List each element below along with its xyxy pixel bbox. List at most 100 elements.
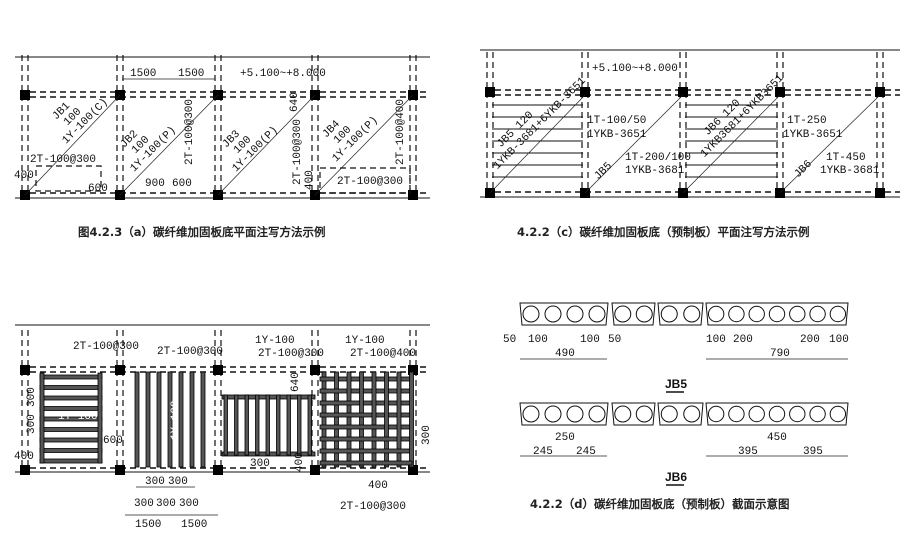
hollow-core-void [660, 405, 678, 423]
dim-1500-left: 1500 [130, 68, 156, 80]
dim-300-c: 300 [250, 458, 270, 470]
column-marker [580, 87, 590, 97]
jb2-t-spec: 2T-100@300 [184, 99, 196, 165]
hollow-core-void [660, 305, 678, 323]
hollow-core-slab [519, 402, 609, 426]
hollow-core-void [544, 405, 562, 423]
dim-1500-right: 1500 [178, 68, 204, 80]
caption-d: 4.2.2（d）碳纤维加固板底（预制板）截面示意图 [530, 497, 789, 511]
hollow-core-void [614, 305, 632, 323]
hollow-core-slab [611, 402, 656, 426]
jb6-dim-450: 450 [767, 432, 787, 444]
label-t4: 2T-100@400 [350, 348, 416, 360]
jb5-dim-50-b: 50 [608, 334, 621, 346]
cfrp-strip [321, 371, 327, 468]
column-marker [775, 87, 785, 97]
hollow-core-void [829, 305, 847, 323]
dim-400: 400 [14, 170, 34, 182]
jb5-dim-100-b: 100 [580, 334, 600, 346]
panel-a-plan: 1500 1500 +5.100~+8.000 400 600 900 600 … [14, 55, 430, 239]
hollow-core-slab [519, 302, 609, 326]
cfrp-strip [319, 448, 413, 454]
jb5-dim-100-a: 100 [528, 334, 548, 346]
hollow-core-void [614, 405, 632, 423]
jb5-p2: 1YKB-3681 [625, 165, 685, 177]
hollow-core-slab [705, 302, 849, 326]
dim-640: 640 [289, 92, 301, 112]
column-marker [20, 465, 30, 475]
cfrp-strip [178, 371, 184, 468]
jb5-header: JB5 120 1YKB-3681+6YKB-3651 [492, 75, 589, 172]
hollow-core-void [588, 405, 606, 423]
cfrp-strip [39, 437, 103, 443]
cfrp-strip [145, 371, 151, 468]
cfrp-strip [167, 371, 173, 468]
label-t3: 2T-100@300 [258, 348, 324, 360]
cfrp-strip [39, 458, 103, 464]
elevation-label: +5.100~+8.000 [240, 68, 326, 80]
hollow-core-void [635, 305, 653, 323]
cfrp-strip [334, 371, 339, 468]
jb4-t-spec-vertical: 2T-100@400 [395, 99, 407, 165]
hollow-core-void [748, 405, 765, 423]
cfrp-strip [346, 371, 352, 468]
column-marker [678, 87, 688, 97]
cfrp-strip [39, 372, 45, 464]
jb6-plates: 1YKB3681+6YKB3651 [699, 72, 787, 160]
jb4-label: JB4 100 1Y-100(P) [320, 114, 380, 165]
hollow-core-void [789, 305, 806, 323]
jb6-dim-395-b: 395 [803, 446, 823, 458]
hollow-core-void [544, 305, 562, 323]
hollow-core-void [522, 305, 540, 323]
cfrp-strip [223, 394, 228, 456]
jb5-dim-200-b: 200 [800, 334, 820, 346]
jb6-t2: 1T-450 [826, 152, 866, 164]
cfrp-strip [265, 394, 270, 456]
hollow-core-void [707, 405, 725, 423]
dim-400-c: 400 [368, 480, 388, 492]
jb5-t1: 1T-100/50 [587, 115, 646, 127]
cfrp-strip [396, 371, 402, 468]
hollow-core-void [683, 405, 701, 423]
hollow-core-void [809, 305, 826, 323]
spacing-3: 300 [134, 498, 154, 510]
hollow-core-slab [657, 402, 704, 426]
jb6-t1: 1T-250 [787, 115, 827, 127]
cfrp-strip [97, 372, 103, 464]
jb5-name: JB5 [592, 160, 614, 182]
column-marker [408, 465, 418, 475]
jb4-t-spec-horizontal: 2T-100@300 [337, 176, 403, 188]
jb2-label: JB2 100 1Y-100(P) [118, 124, 178, 175]
column-marker [310, 465, 320, 475]
spacing-5: 300 [179, 498, 199, 510]
elevation-label-c: +5.100~+8.000 [592, 63, 678, 75]
jb5-p1: 1YKB-3651 [587, 129, 647, 141]
column-marker [213, 465, 223, 475]
jb5-t2: 1T-200/100 [625, 152, 691, 164]
dim-400-b: 400 [304, 170, 316, 190]
spacing-1: 300 [145, 476, 165, 488]
label-y1: 1Y-100 [58, 411, 98, 423]
cfrp-strip [384, 371, 389, 468]
hollow-core-void [635, 405, 653, 423]
cfrp-strip [276, 394, 281, 456]
dim-300-d: 300 [421, 425, 433, 445]
spacing-2: 300 [168, 476, 188, 488]
dim-600: 600 [88, 183, 108, 195]
hollow-core-void [789, 405, 806, 423]
hollow-core-void [566, 405, 584, 423]
jb6-section-title: JB6 [665, 470, 687, 484]
jb5-dim-50-a: 50 [503, 334, 516, 346]
hollow-core-void [768, 305, 786, 323]
dim-300-a: 300 [26, 387, 38, 407]
label-t2: 2T-100@300 [157, 346, 223, 358]
cfrp-strip [409, 371, 414, 468]
caption-a: 图4.2.3（a）碳纤维加固板底平面注写方法示例 [78, 225, 326, 239]
jb6-p2: 1YKB-3681 [820, 165, 880, 177]
column-marker [408, 190, 418, 200]
cfrp-strip [200, 371, 206, 468]
column-marker [310, 365, 320, 375]
hollow-core-void [809, 405, 826, 423]
column-marker [20, 365, 30, 375]
